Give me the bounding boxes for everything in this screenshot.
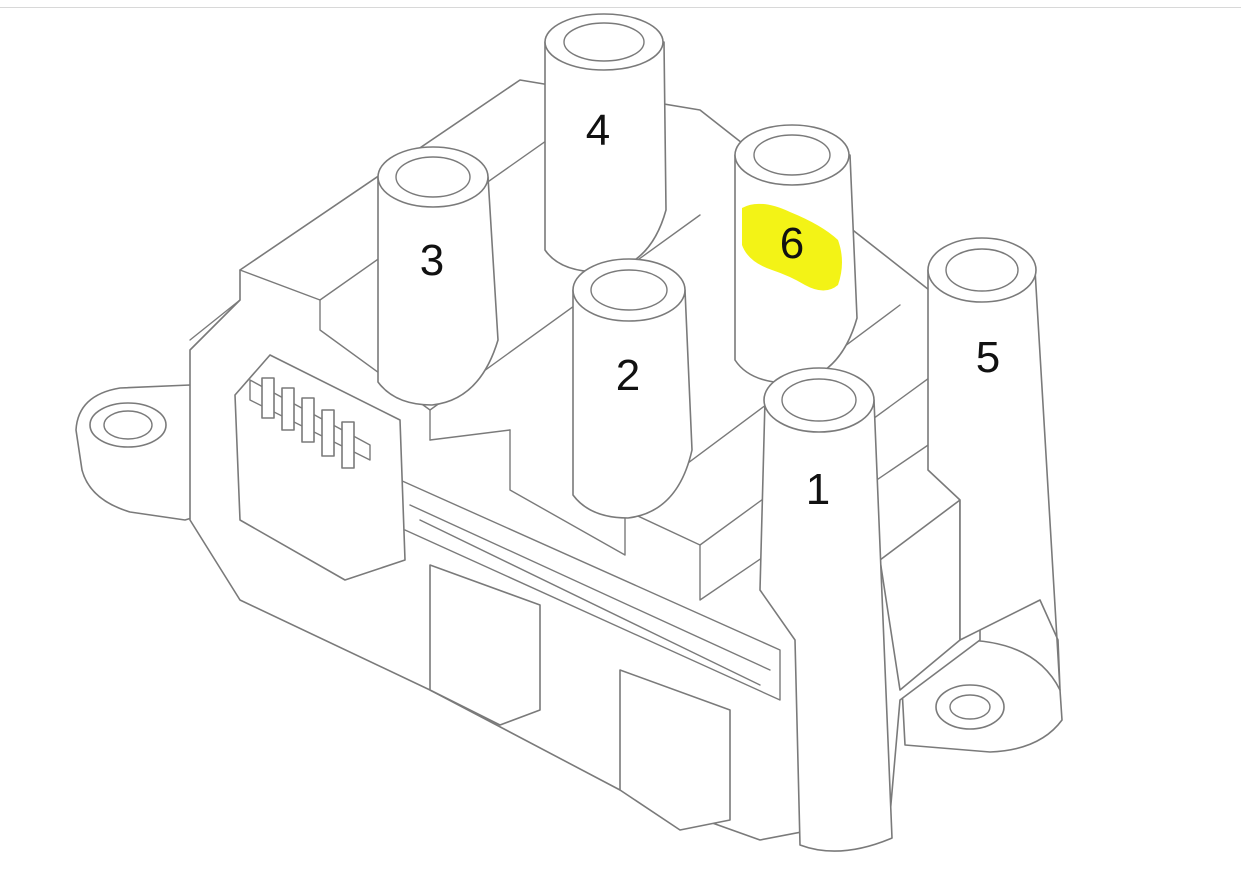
tower-5 <box>927 237 1061 691</box>
tower-label-6: 6 <box>780 219 804 268</box>
tower-label-5: 5 <box>976 333 1000 382</box>
electrical-connector <box>234 354 406 581</box>
top-rule <box>0 7 1241 8</box>
tower-label-4: 4 <box>586 106 610 155</box>
tower-label-2: 2 <box>616 351 640 400</box>
tower-label-1: 1 <box>806 465 830 514</box>
tower-1 <box>759 367 893 852</box>
tower-label-3: 3 <box>420 236 444 285</box>
tower-4 <box>544 13 667 273</box>
highlight-marker <box>742 203 842 291</box>
tower-2 <box>572 258 693 519</box>
tower-3 <box>377 146 499 406</box>
